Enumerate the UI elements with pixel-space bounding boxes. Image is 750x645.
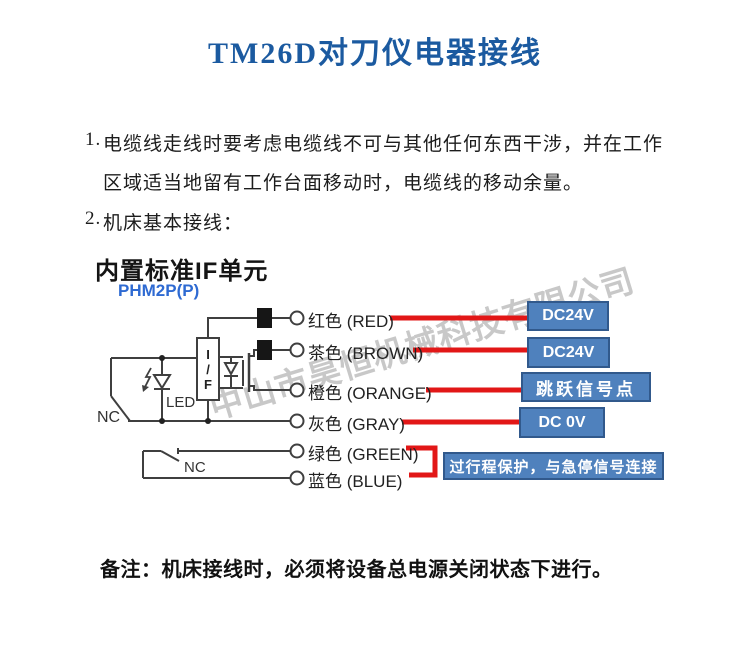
instruction-1-number: 1.	[85, 129, 102, 150]
if-unit-label-line2: /	[206, 361, 210, 377]
nc-bottom-label: NC	[184, 459, 206, 476]
diagram-heading: 内置标准IF单元	[95, 258, 269, 285]
if-unit-label-line1: I	[206, 346, 210, 362]
instruction-2-number: 2.	[85, 208, 102, 229]
if-unit-label: I / F	[197, 338, 219, 400]
wire-label-green: 绿色 (GREEN)	[308, 445, 419, 464]
actuator-arrowhead	[142, 385, 149, 392]
instruction-2-line-1: 机床基本接线：	[103, 213, 244, 234]
footer-note: 备注：机床接线时，必须将设备总电源关闭状态下进行。	[100, 559, 613, 581]
if-unit-label-line3: F	[204, 376, 212, 392]
led-symbol	[152, 374, 172, 390]
wire-label-gray: 灰色 (GRAY)	[308, 415, 405, 434]
wire-label-brown: 茶色 (BROWN)	[308, 344, 424, 363]
photodiode-symbol	[223, 362, 239, 377]
diagram-model-label: PHM2P(P)	[118, 281, 200, 300]
connection-box-overtravel: 过行程保护，与急停信号连接	[443, 452, 664, 480]
connection-box-dc0v: DC 0V	[519, 407, 605, 438]
connection-box-dc24v-brown: DC24V	[527, 337, 610, 368]
connection-box-dc24v-red: DC24V	[527, 301, 609, 331]
nc-left-label: NC	[97, 409, 121, 426]
if-unit-box	[196, 337, 220, 401]
instruction-1-line-2: 区域适当地留有工作台面移动时，电缆线的移动余量。	[103, 173, 584, 194]
instruction-1-line-1: 电缆线走线时要考虑电缆线不可与其他任何东西干涉，并在工作	[103, 134, 664, 155]
wire-label-red: 红色 (RED)	[308, 312, 394, 331]
connection-box-skip-signal: 跳跃信号点	[521, 372, 651, 402]
connector-blocks	[257, 308, 272, 360]
led-label: LED	[166, 394, 196, 411]
wire-label-orange: 橙色 (ORANGE)	[308, 384, 432, 403]
wire-terminals	[289, 310, 305, 486]
red-connection-lines	[390, 315, 527, 478]
wire-label-blue: 蓝色 (BLUE)	[308, 472, 403, 491]
page-title: TM26D对刀仪电器接线	[208, 37, 542, 70]
junction-dots	[159, 355, 211, 424]
